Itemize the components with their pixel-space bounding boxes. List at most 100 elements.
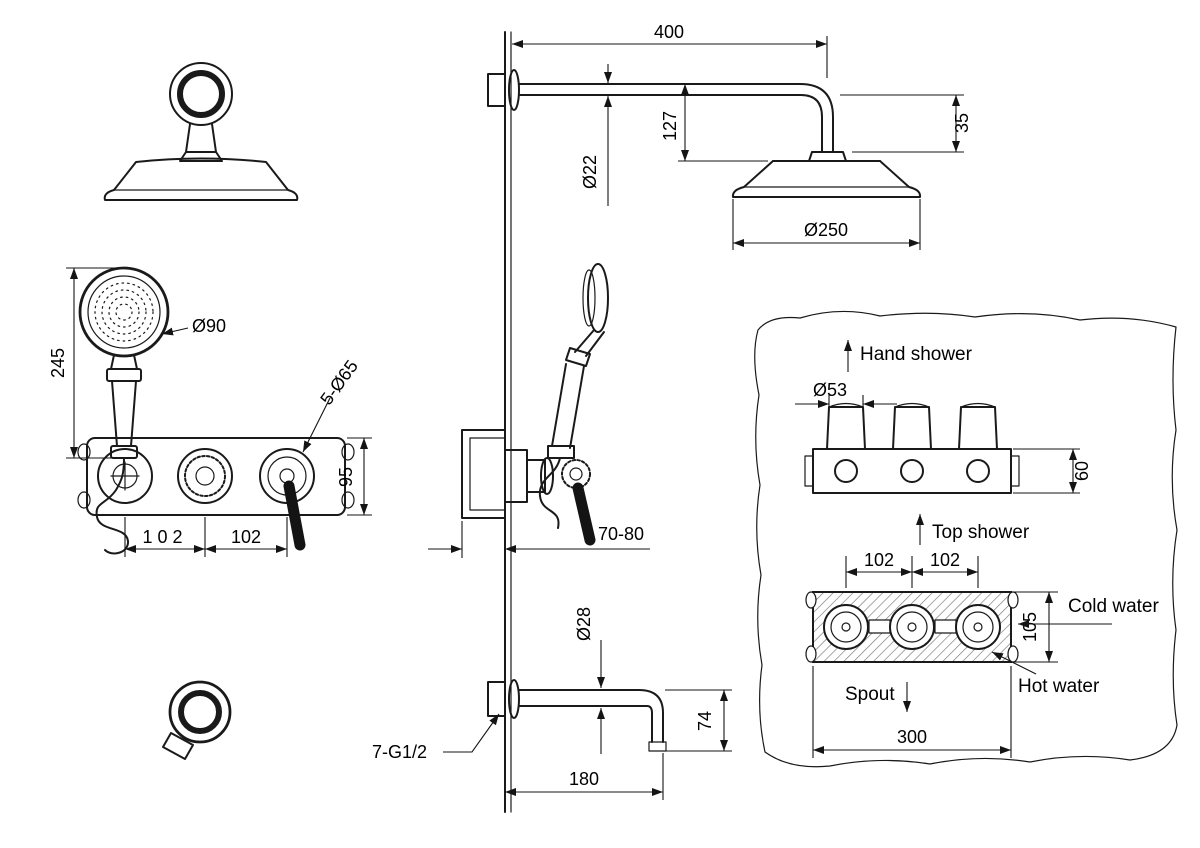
shower-head-bell <box>103 157 299 201</box>
wall-flange-inner-ring <box>177 70 225 118</box>
dim-95: 95 <box>336 467 356 487</box>
dim-102-top-right: 102 <box>930 550 960 570</box>
hose-side <box>538 457 561 529</box>
holder-cross <box>110 461 140 491</box>
valve-screw <box>900 459 924 483</box>
arm-flange-disc <box>508 69 520 111</box>
head-connector <box>808 151 847 162</box>
label-hot-water: Hot water <box>1018 676 1100 697</box>
dim-head-diameter: Ø250 <box>804 220 848 240</box>
arm-wall-mount <box>487 73 506 107</box>
valve-body-in-wall <box>461 429 506 519</box>
dim-105: 105 <box>1020 612 1040 642</box>
port-connector <box>868 619 891 634</box>
hand-shower-handle <box>111 380 137 447</box>
front-hand-shower <box>78 266 170 555</box>
valve-top-view <box>804 402 1020 494</box>
body-end-cap <box>804 455 814 487</box>
port-top-arc <box>894 402 930 408</box>
valve-front-view <box>805 591 1019 663</box>
dim-127: 127 <box>660 111 680 141</box>
dim-valve-depth: 70-80 <box>598 524 644 544</box>
dim-spout-diameter: Ø28 <box>574 607 594 641</box>
port-connector <box>934 619 957 634</box>
spout-flange-inner <box>178 690 222 734</box>
mount-ear <box>77 491 91 509</box>
front-top-shower-head <box>103 62 299 201</box>
dim-74: 74 <box>695 711 715 731</box>
valve-body-top <box>812 448 1012 494</box>
mount-ear <box>1007 645 1019 663</box>
label-spout: Spout <box>845 684 895 705</box>
port-cylinder <box>958 406 998 450</box>
mount-ear <box>805 645 817 663</box>
front-spout <box>162 680 232 760</box>
port-cylinder <box>892 406 932 450</box>
valve-port-inner <box>896 611 928 643</box>
dim-35: 35 <box>952 113 972 133</box>
spout-flange-ring <box>168 680 232 744</box>
mount-ear <box>77 443 91 461</box>
hand-shower-side-handle <box>551 363 585 449</box>
spout-flange-disc <box>508 679 520 719</box>
mixer-lever <box>283 480 306 551</box>
port-top-arc <box>828 402 864 408</box>
note-thread: 7-G1/2 <box>372 742 427 762</box>
shower-arm-inner <box>518 94 823 153</box>
hand-shower-side-collar <box>565 347 591 367</box>
spray-dots-ring <box>94 282 154 342</box>
hand-shower-holder-knob <box>97 448 153 504</box>
label-top-shower: Top shower <box>932 522 1030 543</box>
spray-dots-ring <box>115 303 133 321</box>
front-valve-trim <box>77 437 355 551</box>
port-top-arc <box>960 402 996 408</box>
spout-aerator <box>648 741 667 752</box>
shower-hose <box>95 457 129 555</box>
diverter-knurl <box>184 455 226 497</box>
mount-ear <box>805 591 817 609</box>
shower-arm-outer <box>518 83 834 153</box>
detail-outline-blob <box>754 310 1178 768</box>
valve-port-inner <box>962 611 994 643</box>
dim-port-diameter: Ø53 <box>813 380 847 400</box>
hand-shower-side-head <box>587 263 609 333</box>
mount-ear <box>341 491 355 509</box>
dim-102-left: 102 <box>142 527 187 547</box>
mount-ear <box>341 443 355 461</box>
valve-port-center <box>907 622 917 632</box>
knob-cap-side <box>540 457 554 495</box>
valve-screw <box>834 459 858 483</box>
spout-tube-outer <box>518 689 664 743</box>
hand-shower-neck <box>110 354 138 370</box>
hand-shower-side-neck <box>574 329 605 357</box>
spray-dots-ring <box>108 296 140 328</box>
body-end-cap <box>1010 455 1020 487</box>
diverter-hub <box>195 466 215 486</box>
spray-dots-ring <box>101 289 147 335</box>
side-view <box>461 31 922 813</box>
valve-screw <box>966 459 990 483</box>
lever-side <box>572 482 596 546</box>
valve-port-inner <box>830 611 862 643</box>
trim-plate <box>86 437 346 516</box>
port-cylinder <box>826 406 866 450</box>
label-cold-water: Cold water <box>1068 596 1159 617</box>
hand-shower-head <box>78 266 170 358</box>
spout-tip <box>162 732 194 760</box>
spout-tube-inner <box>518 705 653 743</box>
dim-300: 300 <box>897 727 927 747</box>
wheel-hub-side <box>569 467 583 481</box>
dim-180: 180 <box>569 769 599 789</box>
dim-245: 245 <box>48 348 68 378</box>
trim-sleeve-side <box>504 449 528 503</box>
spout-wall-mount <box>487 681 506 717</box>
dim-102-right: 102 <box>231 527 261 547</box>
valve-port-center <box>841 622 851 632</box>
side-dimensions: 400 Ø22 127 35 Ø250 70-80 Ø28 74 180 7-G… <box>372 22 972 800</box>
dim-400: 400 <box>654 22 684 42</box>
dim-60: 60 <box>1072 461 1092 481</box>
head-bell-side <box>731 160 922 198</box>
diverter-knob <box>177 448 233 504</box>
